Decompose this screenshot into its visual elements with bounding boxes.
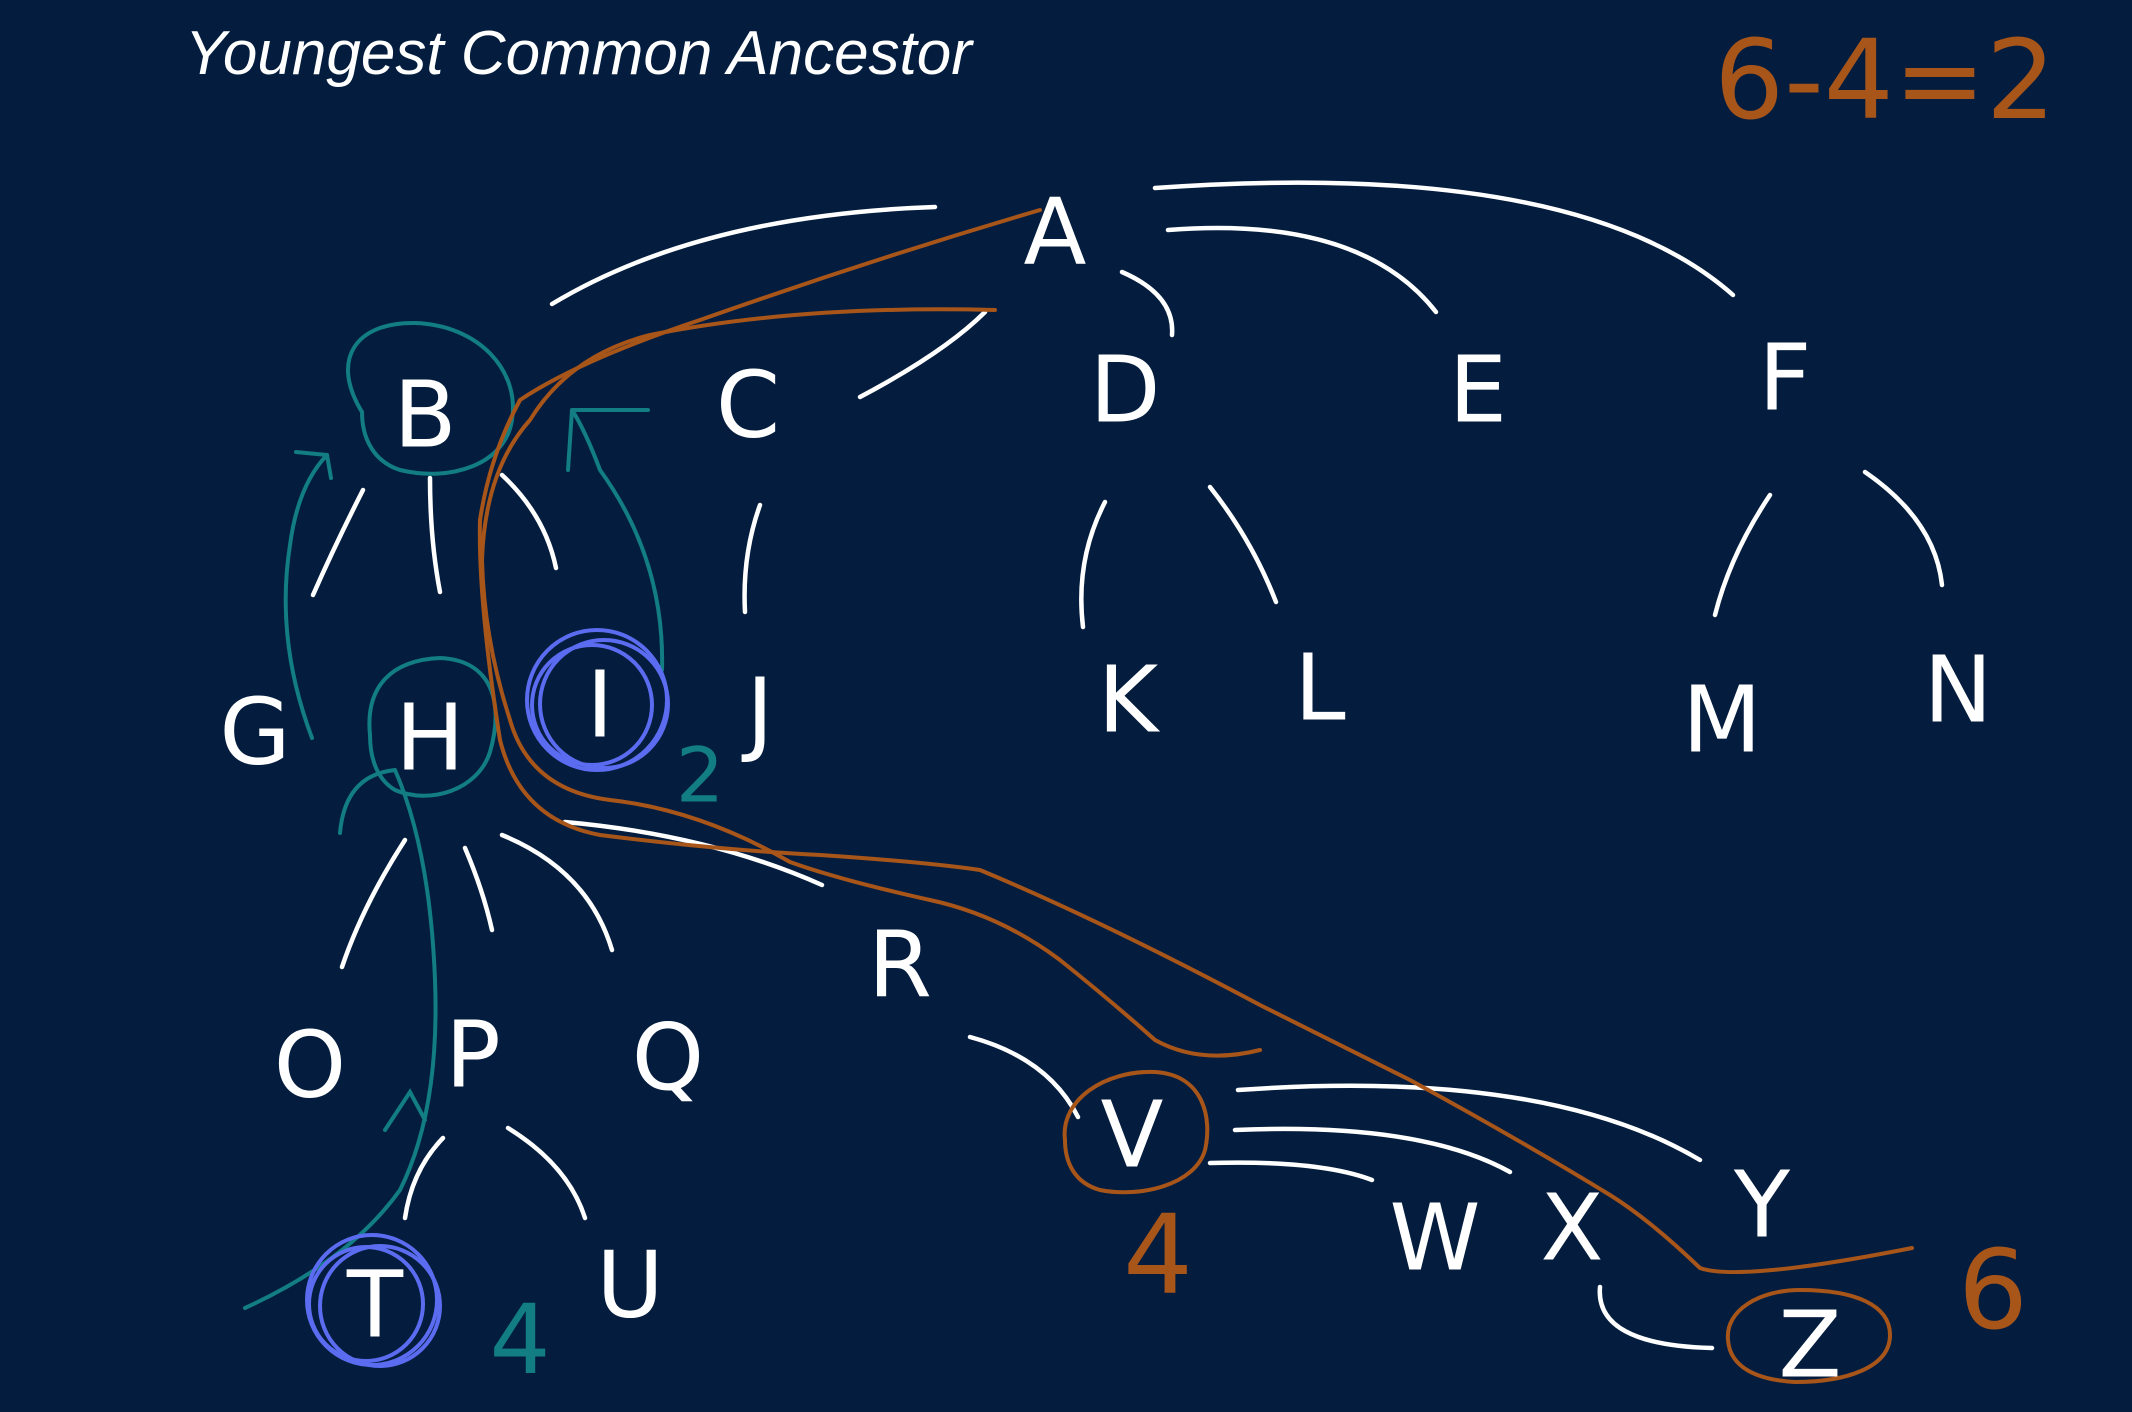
orange-circle-Z (1725, 1287, 1893, 1385)
edge-H-O (339, 837, 408, 970)
node-F: F (1759, 325, 1812, 432)
node-V: V (1101, 1082, 1164, 1189)
node-P: P (445, 1002, 500, 1109)
node-R: R (868, 912, 932, 1019)
edge-B-G (310, 487, 366, 598)
teal-path-annotations (243, 320, 665, 1310)
depth-difference-equation: 6-4=2 (1714, 16, 2056, 144)
blue-circle-I-2 (538, 638, 670, 770)
blue-highlights (305, 628, 670, 1368)
node-Q: Q (632, 1005, 704, 1112)
depth-label-V: 4 (1123, 1191, 1193, 1319)
node-U: U (596, 1232, 663, 1339)
node-N: N (1924, 637, 1993, 744)
orange-circle-V (1062, 1069, 1210, 1195)
node-W: W (1390, 1185, 1481, 1292)
edge-F-N (1862, 469, 1945, 588)
orange-path-A-down-to-Z (477, 208, 1914, 1275)
node-J: J (741, 659, 773, 766)
orange-path-annotations (477, 208, 1914, 1385)
teal-arrow-P-marker (383, 1088, 427, 1132)
node-K: K (1098, 647, 1161, 754)
blue-circle-I-3 (530, 643, 654, 767)
node-L: L (1294, 635, 1345, 742)
blue-circle-T-2 (318, 1244, 442, 1368)
edge-H-Q (499, 832, 615, 953)
node-O: O (274, 1012, 346, 1119)
edge-H-P (462, 845, 495, 933)
node-I: I (586, 652, 613, 759)
node-C: C (716, 352, 780, 459)
depth-label-Z: 6 (1958, 1226, 2028, 1354)
edge-A-E (1165, 225, 1439, 315)
node-Y: Y (1733, 1152, 1791, 1259)
edge-C-J (742, 502, 763, 615)
edge-A-B (549, 204, 938, 307)
teal-arrow-I-to-B (566, 408, 665, 672)
node-X: X (1540, 1175, 1603, 1282)
edge-F-M (1712, 492, 1773, 618)
node-E: E (1449, 337, 1507, 444)
node-M: M (1682, 667, 1761, 774)
depth-label-T: 4 (489, 1284, 550, 1396)
node-G: G (219, 679, 290, 786)
edge-V-W (1207, 1160, 1375, 1183)
edge-P-U (505, 1125, 588, 1221)
node-D: D (1090, 337, 1161, 444)
edge-B-H (427, 475, 443, 595)
edge-A-C (857, 309, 988, 400)
teal-circle-B (346, 320, 515, 476)
teal-circle-H (367, 655, 498, 798)
edge-D-L (1207, 484, 1279, 605)
edge-B-I (499, 472, 559, 571)
teal-arrow-G-to-B (283, 450, 333, 740)
edge-A-F (1152, 180, 1736, 298)
node-A: A (1024, 179, 1087, 286)
node-Z: Z (1778, 1292, 1841, 1399)
node-H: H (395, 685, 464, 792)
depth-label-I: 2 (676, 731, 724, 820)
diagram-title: Youngest Common Ancestor (185, 19, 974, 88)
tree-edges (310, 180, 1945, 1351)
tree-nodes: A B C D E F G H I J K L M N O P Q R T U … (219, 179, 1992, 1399)
edge-V-Y (1235, 1083, 1703, 1163)
orange-path-A-to-V (479, 307, 1262, 1058)
node-T: T (346, 1252, 404, 1359)
edge-A-D (1119, 269, 1175, 338)
edge-D-K (1079, 499, 1108, 630)
blue-circle-T-3 (307, 1245, 425, 1363)
edge-V-X (1232, 1126, 1513, 1175)
edge-X-Z (1597, 1284, 1715, 1351)
edge-P-T (402, 1135, 446, 1221)
node-B: B (393, 362, 456, 469)
edge-R-V (967, 1034, 1081, 1120)
